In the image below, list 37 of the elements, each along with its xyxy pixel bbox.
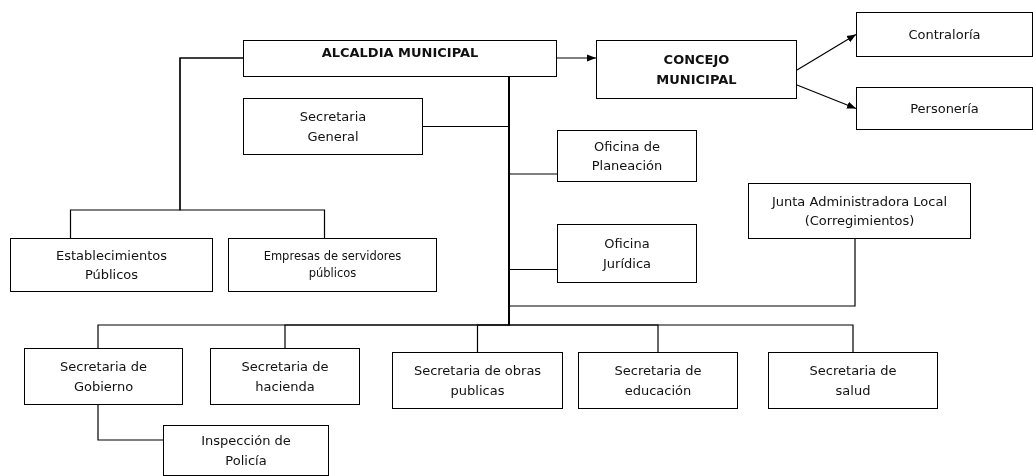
unit-label: Personería: [910, 99, 979, 118]
unit-label: Secretaria General: [298, 108, 368, 146]
org-box: [243, 98, 423, 155]
org-box: [243, 40, 557, 77]
unit-label: Secretaria de educación: [613, 362, 703, 400]
org-box: [210, 348, 360, 405]
unit-label: Junta Administradora Local (Corregimientos): [770, 192, 949, 230]
unit-label: Oficina Jurídica: [601, 235, 652, 273]
unit-label: Establecimientos Públicos: [55, 246, 168, 284]
connector-line: [179, 57, 326, 239]
connector-line: [97, 404, 164, 441]
unit-label: Contraloría: [908, 25, 981, 44]
unit-title: ALCALDIA MUNICIPAL: [321, 44, 479, 62]
unit-label: Inspección de Policía: [200, 432, 292, 470]
unit-label: Oficina de Planeación: [590, 137, 664, 175]
arrow: [796, 33, 857, 71]
unit-label: Secretaria de Gobierno: [59, 358, 148, 396]
org-box: [10, 238, 213, 292]
org-box: [768, 352, 938, 409]
org-box: [163, 425, 329, 476]
unit-label: Secretaria de salud: [808, 362, 898, 400]
unit-title: CONCEJO MUNICIPAL: [655, 51, 738, 89]
org-box: [748, 183, 971, 239]
org-box: [578, 352, 738, 409]
unit-label: Empresas de servidores públicos: [262, 247, 403, 282]
arrow: [556, 54, 597, 62]
org-box: [392, 352, 563, 409]
arrow: [796, 84, 857, 110]
unit-label: Secretaria de obras publicas: [412, 362, 543, 400]
org-box: [557, 224, 697, 283]
org-box: [856, 12, 1033, 57]
org-box: [856, 87, 1033, 130]
org-box: [228, 238, 437, 292]
org-box: [557, 130, 697, 182]
org-box: [24, 348, 183, 405]
unit-label: Secretaria de hacienda: [240, 358, 330, 396]
org-box: [596, 40, 797, 99]
